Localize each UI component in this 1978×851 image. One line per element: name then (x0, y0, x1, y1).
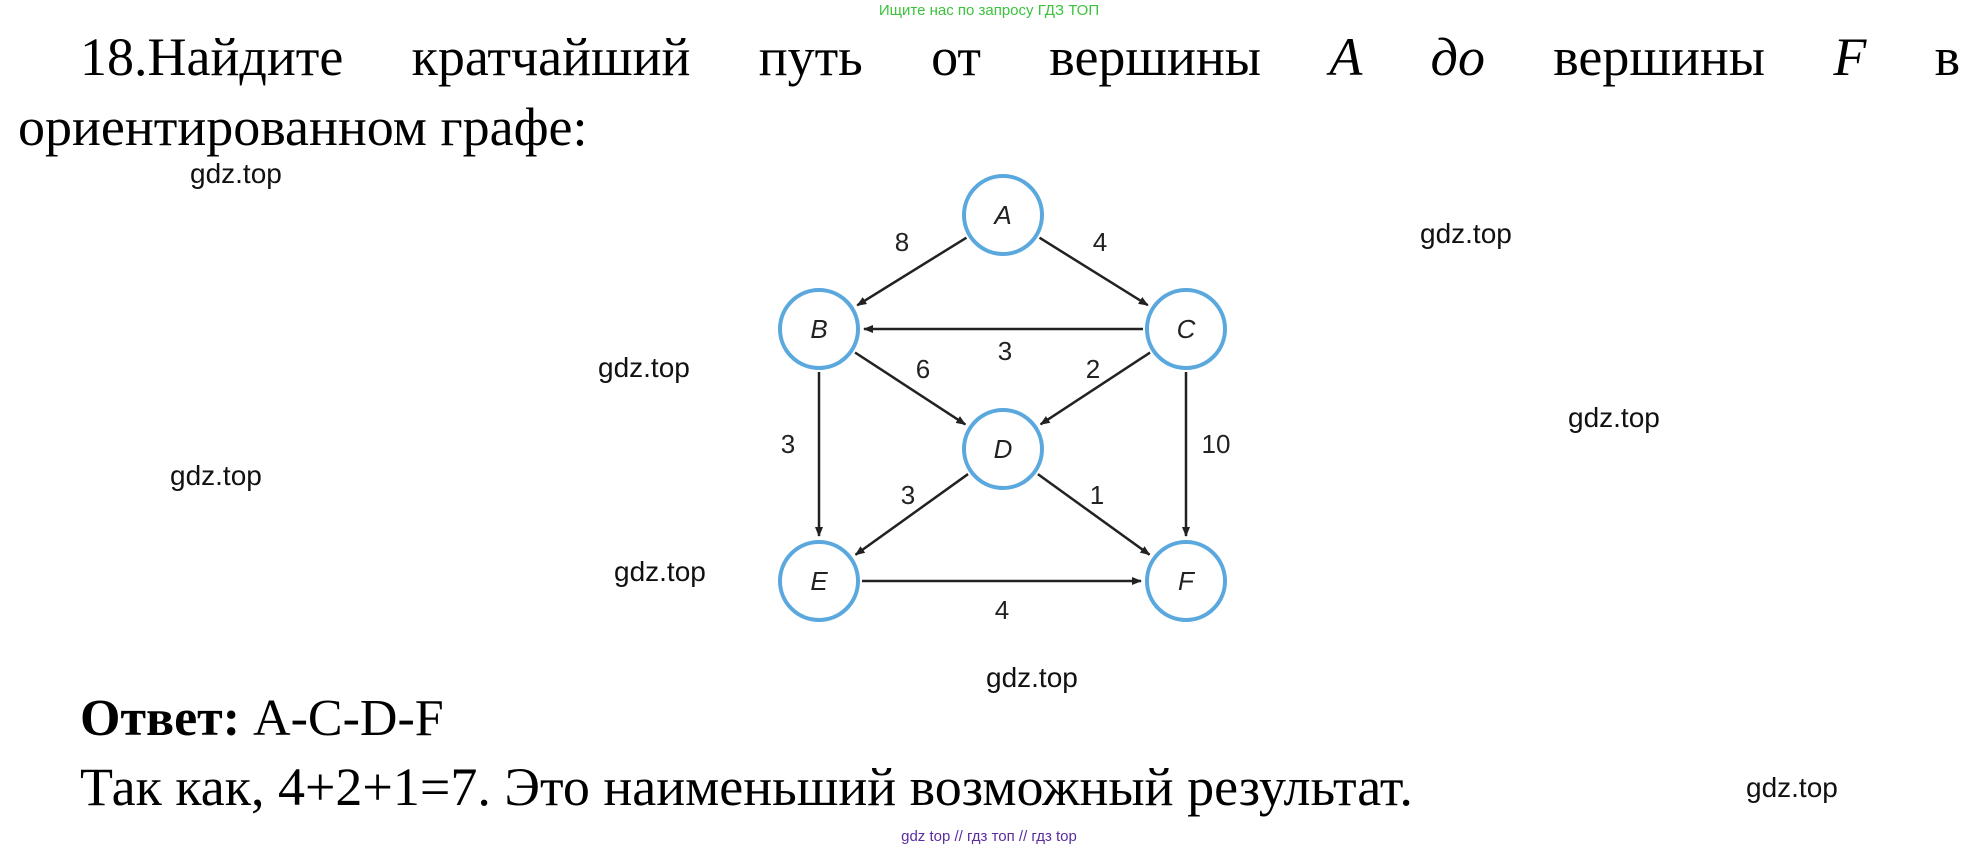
edge-c-d (1039, 351, 1151, 426)
graph-edges: 8 4 3 6 2 3 10 3 1 4 (781, 227, 1231, 625)
edge-a-b (856, 236, 968, 307)
edge-d-e (854, 473, 969, 556)
edge-weight-label: 1 (1090, 480, 1104, 510)
node-label-a: A (992, 200, 1011, 230)
edge-d-f (1037, 473, 1151, 556)
question-line-2: ориентированном графе: (18, 97, 588, 157)
edge-weight-label: 2 (1086, 354, 1100, 384)
watermark: gdz.top (986, 662, 1078, 693)
node-e (778, 540, 860, 622)
question-word: вершины (1049, 27, 1262, 87)
answer-value: A-C-D-F (240, 690, 444, 747)
watermark: gdz.top (598, 352, 690, 383)
node-label-d: D (994, 434, 1013, 464)
answer-label: Ответ: (80, 690, 241, 747)
watermark: gdz.top (1746, 772, 1838, 803)
node-a (962, 174, 1044, 256)
watermark: gdz.top (190, 158, 282, 189)
edge-weight-label: 4 (995, 595, 1009, 625)
question-number: 18. (80, 27, 148, 87)
watermark: gdz.top (170, 460, 262, 491)
node-label-f: F (1178, 566, 1196, 596)
node-c (1145, 288, 1227, 370)
edge-weight-label: 4 (1093, 227, 1107, 257)
node-label-c: C (1177, 314, 1196, 344)
bottom-banner: gdz top // гдз топ // гдз top (901, 828, 1077, 845)
node-f (1145, 540, 1227, 622)
question-word: Найдите (147, 27, 344, 87)
node-d (962, 408, 1044, 490)
watermark: gdz.top (614, 556, 706, 587)
edge-b-d (854, 351, 967, 426)
question-number-and-word: 18.Найдите (80, 27, 343, 87)
question-line-1: 18.Найдите кратчайший путь от вершины A … (80, 22, 1960, 92)
question-word: в (1934, 27, 1961, 87)
answer: Ответ: A-C-D-F (80, 684, 444, 754)
watermark: gdz.top (1568, 402, 1660, 433)
edge-weight-label: 3 (781, 429, 795, 459)
question-word: кратчайший (411, 27, 691, 87)
edge-weight-label: 10 (1202, 429, 1231, 459)
node-label-b: B (810, 314, 827, 344)
top-banner: Ищите нас по запросу ГДЗ ТОП (878, 2, 1100, 19)
question-word: вершины (1553, 27, 1766, 87)
end-vertex: F (1833, 27, 1867, 87)
question-word: от (931, 27, 981, 87)
explanation: Так как, 4+2+1=7. Это наименьший возможн… (80, 757, 1413, 817)
edge-weight-label: 3 (998, 336, 1012, 366)
node-b (778, 288, 860, 370)
edge-weight-label: 6 (916, 354, 930, 384)
directed-graph-diagram: 8 4 3 6 2 3 10 3 1 4 A B C D E F (778, 174, 1231, 625)
graph-nodes: A B C D E F (778, 174, 1227, 622)
question-word: путь (758, 27, 863, 87)
node-label-e: E (810, 566, 828, 596)
question-word: до (1430, 27, 1485, 87)
watermark: gdz.top (1420, 218, 1512, 249)
edge-a-c (1038, 236, 1149, 307)
edge-weight-label: 3 (901, 480, 915, 510)
edge-weight-label: 8 (895, 227, 909, 257)
start-vertex: A (1329, 27, 1363, 87)
